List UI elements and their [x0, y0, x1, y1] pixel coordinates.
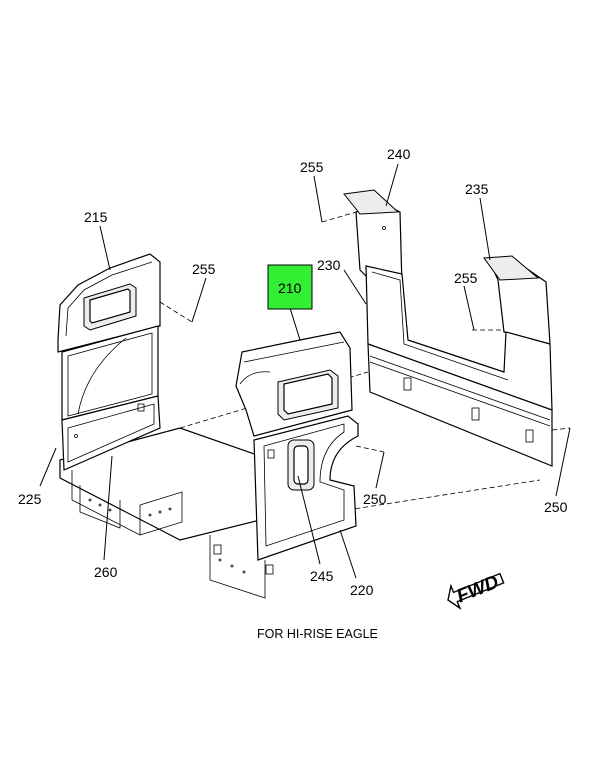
forward-arrow-icon: FWD: [447, 572, 505, 611]
rear-back-wall-edge: [371, 271, 509, 381]
rear-dash-upper-left: [321, 211, 357, 223]
left-lower-panel: [61, 395, 161, 471]
forward-arrow-shape: [447, 572, 505, 611]
callout-235[interactable]: 235: [465, 181, 489, 197]
left-middle-inset: [67, 332, 153, 417]
center-upper-contour: [239, 371, 271, 385]
center-lower-clip: [267, 449, 275, 459]
left-dash: [159, 301, 193, 323]
left-lower-inset: [67, 403, 155, 463]
floor-tab-a: [213, 544, 222, 555]
callout-250-center[interactable]: 250: [363, 491, 387, 507]
highlighted-part-box: [267, 264, 313, 310]
rear-skirt-slots: [403, 377, 534, 443]
center-lower-inset: [263, 423, 345, 547]
floor-support-center: [209, 535, 266, 599]
left-side-panel: [57, 253, 193, 471]
center-handle-grip: [293, 445, 309, 485]
left-lower-fastener: [74, 434, 78, 438]
rear-dash-end: [551, 427, 571, 431]
callout-240[interactable]: 240: [387, 146, 411, 162]
callout-225[interactable]: 225: [18, 491, 42, 507]
left-middle-curve: [77, 337, 127, 415]
callout-220[interactable]: 220: [350, 582, 374, 598]
callout-255-right[interactable]: 255: [454, 270, 478, 286]
center-upper-edge: [243, 341, 345, 363]
floor-bracket: [79, 485, 121, 529]
callout-210[interactable]: 210: [278, 280, 302, 296]
callout-labels: 210 215 255 225 260 245 220 250 250 255 …: [18, 146, 568, 598]
callout-215[interactable]: 215: [84, 209, 108, 225]
left-window-glass: [89, 288, 131, 324]
callout-255-left[interactable]: 255: [192, 261, 216, 277]
rear-lower-skirt: [367, 343, 553, 467]
callout-245[interactable]: 245: [310, 568, 334, 584]
rear-skirt-line-a: [369, 355, 551, 421]
floor-tab-b: [265, 564, 274, 575]
rear-upper-right-cap: [483, 255, 540, 281]
left-upper-trim-edge: [65, 261, 153, 337]
center-window-glass: [283, 373, 333, 415]
leader-lines: [39, 163, 571, 579]
callout-255-top[interactable]: 255: [300, 159, 324, 175]
center-dash: [355, 445, 385, 453]
rear-upper-left-cap: [343, 189, 400, 215]
callout-250-right[interactable]: 250: [544, 499, 568, 515]
center-panel: [235, 331, 385, 561]
floor-rivets: [88, 498, 246, 574]
floor-support-left: [71, 470, 141, 536]
callout-230[interactable]: 230: [317, 257, 341, 273]
rear-upper-left-fastener: [382, 226, 386, 230]
left-lower-clip: [137, 403, 145, 412]
rear-panel: [321, 189, 571, 467]
floor-support-left-side: [139, 491, 183, 536]
diagram-caption: FOR HI-RISE EAGLE: [257, 627, 378, 641]
callout-260[interactable]: 260: [94, 564, 118, 580]
direction-label: FWD: [454, 572, 502, 608]
rear-skirt-line-b: [369, 361, 551, 427]
